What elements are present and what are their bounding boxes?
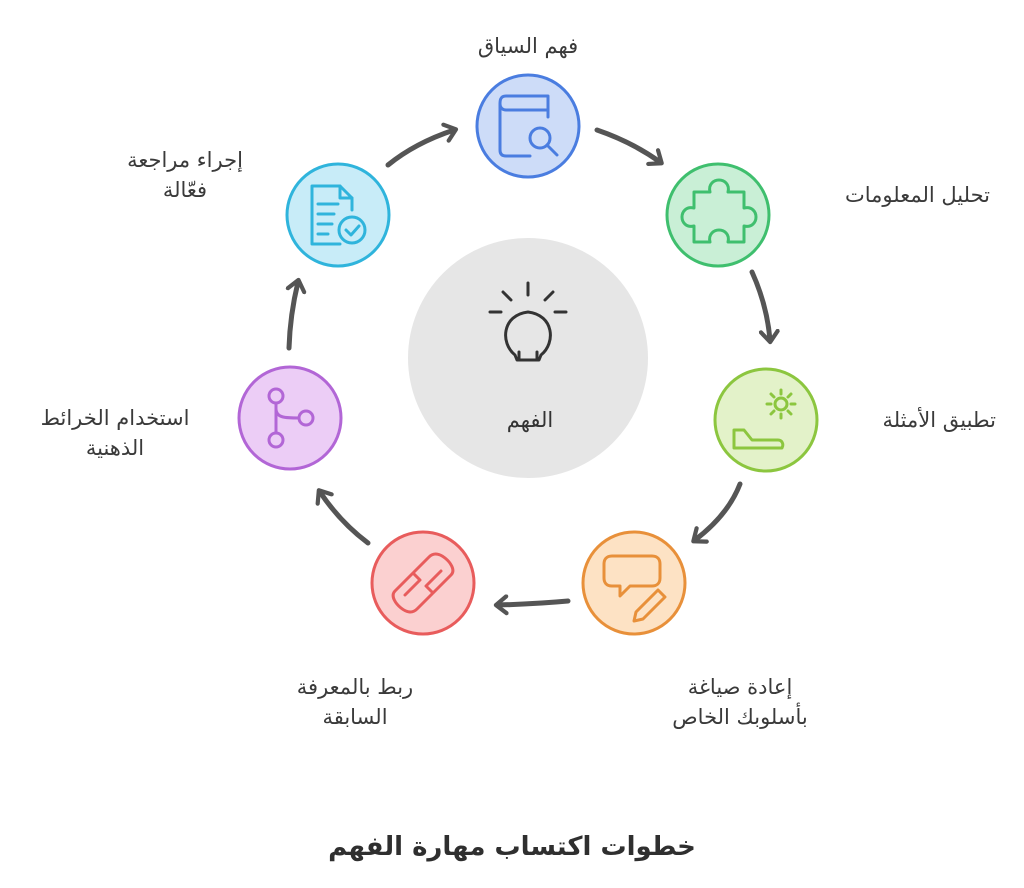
- arrow-4-5: [493, 594, 571, 616]
- arrow-3-4: [691, 481, 743, 544]
- step-label-7: إجراء مراجعة فعّالة: [127, 148, 243, 202]
- step-label-6: استخدام الخرائط الذهنية: [40, 406, 190, 460]
- branch-icon: [267, 387, 315, 449]
- center-label: الفهم: [506, 408, 554, 432]
- step-node-1: [475, 73, 581, 179]
- arrow-7-1: [385, 122, 459, 168]
- step-label-2: تحليل المعلومات: [845, 183, 990, 207]
- step-label-3: تطبيق الأمثلة: [882, 408, 996, 432]
- cycle-arrows: [285, 122, 780, 616]
- puzzle-icon: [680, 178, 758, 244]
- step-label-5: ربط بالمعرفة السابقة: [296, 675, 414, 729]
- arrow-6-7: [285, 277, 307, 351]
- step-node-4: [581, 530, 687, 636]
- step-node-6: [237, 365, 343, 471]
- step-node-5: [370, 530, 476, 636]
- step-node-3: [713, 367, 819, 473]
- gear-hand-icon: [732, 388, 797, 450]
- document-check-icon: [310, 184, 367, 246]
- arrow-1-2: [594, 127, 664, 167]
- link-icon: [391, 552, 455, 614]
- step-node-2: [665, 162, 771, 268]
- step-label-4: إعادة صياغة بأسلوبك الخاص: [672, 675, 808, 729]
- arrow-2-3: [749, 269, 780, 345]
- diagram-title: خطوات اكتساب مهارة الفهم: [328, 832, 696, 862]
- center-circle: [408, 238, 648, 478]
- book-search-icon: [498, 94, 559, 158]
- step-label-1: فهم السياق: [477, 34, 579, 58]
- arrow-5-6: [315, 488, 371, 546]
- step-node-7: [285, 162, 391, 268]
- lightbulb-icon: [488, 281, 568, 362]
- speech-pencil-icon: [602, 554, 667, 623]
